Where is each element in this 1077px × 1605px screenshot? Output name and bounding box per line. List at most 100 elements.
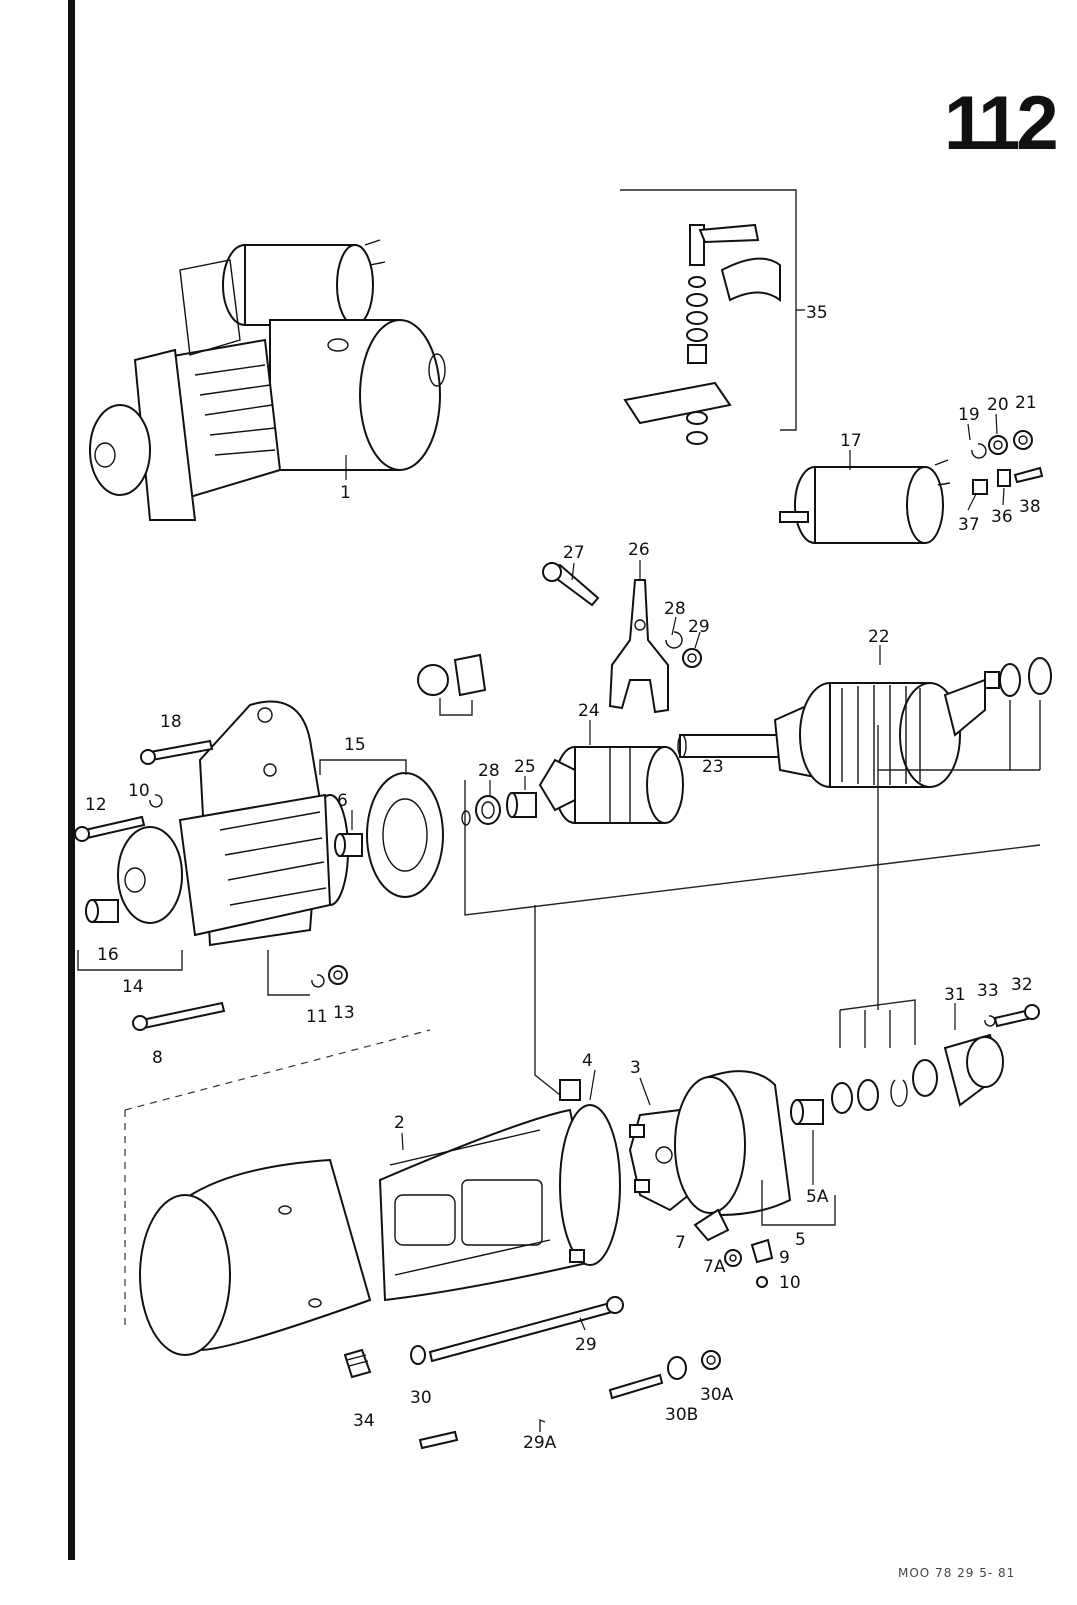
svg-text:26: 26 [628, 540, 650, 560]
svg-text:5: 5 [795, 1230, 806, 1250]
svg-text:30B: 30B [665, 1405, 698, 1425]
svg-text:36: 36 [991, 507, 1013, 527]
callout-10-lower: 11 [306, 1007, 328, 1027]
ring-28 [461, 795, 501, 826]
svg-text:33: 33 [977, 981, 999, 1001]
svg-text:29: 29 [688, 617, 710, 637]
callout-31: 31 [944, 985, 966, 1030]
left-binding-rule [68, 0, 75, 1560]
callout-3: 3 [630, 1058, 651, 1106]
footer-code: MOO 78 29 5- 81 [898, 1566, 1016, 1580]
callout-14: 16 [97, 945, 119, 965]
svg-text:18: 18 [160, 712, 182, 732]
callout-19: 21 [1015, 393, 1037, 413]
callout-15: 17 [840, 431, 862, 470]
svg-text:29A: 29A [523, 1433, 557, 1453]
armature-20 [677, 657, 1052, 788]
svg-text:7A: 7A [703, 1257, 726, 1277]
cover-plate-13a [366, 772, 444, 898]
svg-text:21: 21 [1015, 393, 1037, 413]
svg-text:8: 8 [152, 1048, 163, 1068]
svg-text:2: 2 [394, 1113, 405, 1133]
seal-pair [417, 653, 487, 716]
callout-38: 38 [1019, 497, 1041, 517]
end-cap-31 [943, 1033, 1004, 1107]
callout-17: 19 [958, 405, 980, 441]
svg-text:30A: 30A [700, 1385, 734, 1405]
bolt-8 [132, 1001, 226, 1031]
svg-text:30: 30 [410, 1388, 432, 1408]
svg-text:22: 22 [868, 627, 890, 647]
svg-text:28: 28 [478, 761, 500, 781]
drive-end-housing-13 [117, 700, 349, 947]
pole-housing-yoke [139, 1158, 372, 1356]
callout-33: 33 [977, 981, 999, 1001]
svg-text:5A: 5A [806, 1187, 829, 1207]
callout-22: 24 [578, 701, 600, 745]
callout-29a: 29A [523, 1418, 557, 1453]
svg-text:7: 7 [675, 1233, 686, 1253]
callout-35: 35 [806, 303, 828, 323]
svg-text:27: 27 [563, 543, 585, 563]
through-bolt-29 [428, 1296, 624, 1363]
solenoid-hardware [971, 430, 1044, 495]
callout-11: 13 [333, 1003, 355, 1023]
svg-text:20: 20 [987, 395, 1009, 415]
field-coil-2 [378, 1079, 621, 1302]
svg-text:16: 16 [97, 945, 119, 965]
svg-text:4: 4 [582, 1051, 593, 1071]
solenoid-switch-15 [779, 459, 951, 544]
seal-leaders [839, 1010, 891, 1048]
end-cover-4 [674, 1070, 792, 1217]
callout-26: 28 [664, 599, 686, 636]
callout-1: 1 [340, 455, 351, 503]
callout-25: 27 [563, 543, 585, 581]
callout-30a: 30A [700, 1385, 734, 1405]
svg-text:15: 15 [344, 735, 366, 755]
starter-motor-assembly [89, 239, 446, 521]
callout-30b: 30B [665, 1405, 698, 1425]
svg-text:11: 11 [306, 1007, 328, 1027]
svg-text:25: 25 [514, 757, 536, 777]
bracket-seals [839, 999, 916, 1045]
svg-text:35: 35 [806, 303, 828, 323]
assembly-guide-21 [534, 905, 561, 1096]
callout-16: 18 [160, 712, 182, 732]
bushing-23 [506, 792, 537, 818]
washer-10-lower-and-nut-11 [267, 950, 348, 996]
bushing-14 [85, 899, 119, 923]
svg-text:9: 9 [779, 1248, 790, 1268]
svg-text:12: 12 [85, 795, 107, 815]
svg-text:10: 10 [779, 1273, 801, 1293]
bolt-16 [140, 739, 214, 765]
svg-text:28: 28 [664, 599, 686, 619]
callout-12: 12 [85, 795, 107, 815]
callout-6: 7 [675, 1233, 686, 1253]
svg-text:32: 32 [1011, 975, 1033, 995]
callout-37: 37 [958, 493, 980, 535]
callout-3a: 4 [582, 1051, 596, 1101]
callout-28: 28 [478, 761, 500, 796]
callout-2: 2 [394, 1113, 405, 1151]
washer-30 [410, 1345, 426, 1365]
shims-and-seals [831, 1059, 938, 1114]
svg-text:37: 37 [958, 515, 980, 535]
svg-text:31: 31 [944, 985, 966, 1005]
callout-20: 22 [868, 627, 890, 665]
callout-8: 8 [152, 1048, 163, 1068]
callout-32: 32 [1011, 975, 1033, 995]
callout-30: 30 [410, 1388, 432, 1408]
callout-29: 29 [575, 1317, 597, 1355]
callout-13-bracket: 14 [77, 950, 183, 997]
callout-10-upper: 10 [128, 781, 150, 801]
svg-text:19: 19 [958, 405, 980, 425]
bolt-12 [74, 815, 146, 842]
svg-text:29: 29 [575, 1335, 597, 1355]
callout-9: 10 [779, 1273, 801, 1293]
callout-7a: 9 [779, 1248, 790, 1268]
svg-text:13: 13 [333, 1003, 355, 1023]
callout-18: 20 [987, 395, 1009, 435]
assembly-guide-upper [124, 1029, 431, 1111]
callout-5: 5A [806, 1130, 829, 1207]
